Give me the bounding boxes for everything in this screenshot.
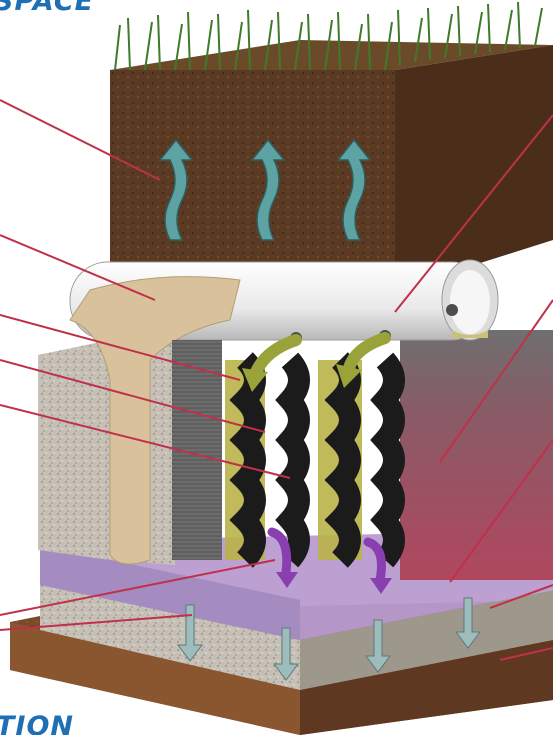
gravel-box [38, 335, 175, 565]
rear-geotextile-panel [400, 330, 553, 580]
curved-inflow-arrow-icon [349, 338, 385, 368]
header-bottom-fragment: TION [0, 711, 74, 735]
infiltration-columns [225, 360, 394, 560]
